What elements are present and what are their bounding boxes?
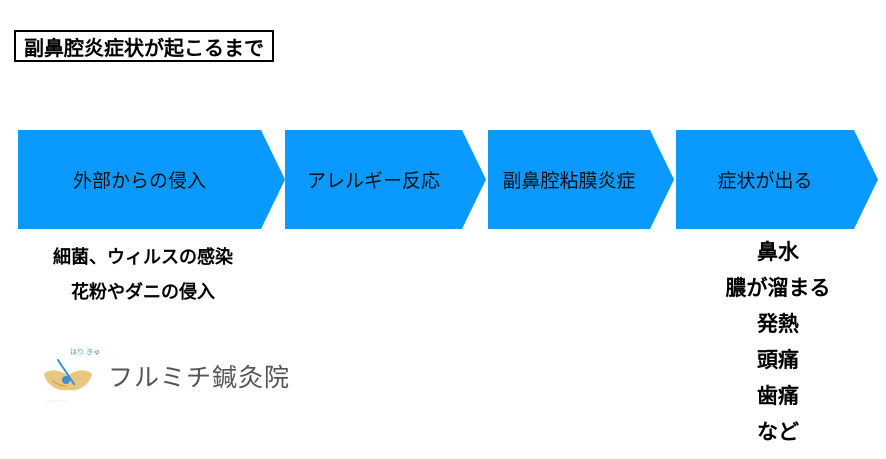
- step-symptoms-appear: 症状が出る: [676, 130, 878, 229]
- symptom-item: 発熱: [757, 312, 799, 336]
- causes-list: 細菌、ウィルスの感染 花粉やダニの侵入: [18, 240, 268, 310]
- clinic-logo: はり きゅう · · · · · · · · フルミチ鍼灸院: [40, 340, 290, 410]
- step-allergic-reaction: アレルギー反応: [285, 130, 486, 229]
- symptom-item: 歯痛: [757, 384, 799, 408]
- cause-item: 花粉やダニの侵入: [71, 282, 215, 303]
- symptom-item: 鼻水: [757, 240, 799, 264]
- step-label: アレルギー反応: [306, 170, 440, 192]
- cause-item: 細菌、ウィルスの感染: [53, 247, 233, 268]
- clinic-logo-name: フルミチ鍼灸院: [108, 363, 291, 392]
- step-label: 外部からの侵入: [72, 170, 206, 192]
- step-external-invasion: 外部からの侵入: [18, 130, 285, 229]
- symptom-item: 頭痛: [757, 348, 799, 372]
- step-label: 症状が出る: [717, 170, 813, 192]
- symptoms-list: 鼻水 膿が溜まる 発熱 頭痛 歯痛 など: [690, 234, 866, 450]
- symptom-item: など: [757, 420, 799, 444]
- process-flow: 外部からの侵入 アレルギー反応 副鼻腔粘膜炎症 症状が出る: [0, 130, 886, 229]
- svg-text:· · · · · · · ·: · · · · · · · ·: [46, 398, 65, 403]
- clinic-logo-icon: はり きゅう · · · · · · · ·: [44, 348, 100, 403]
- symptom-item: 膿が溜まる: [725, 276, 831, 300]
- step-sinus-mucosa-inflammation: 副鼻腔粘膜炎症: [488, 130, 674, 229]
- step-label: 副鼻腔粘膜炎症: [502, 170, 636, 192]
- page-title: 副鼻腔炎症状が起こるまで: [14, 30, 274, 62]
- svg-text:はり きゅう: はり きゅう: [70, 348, 100, 356]
